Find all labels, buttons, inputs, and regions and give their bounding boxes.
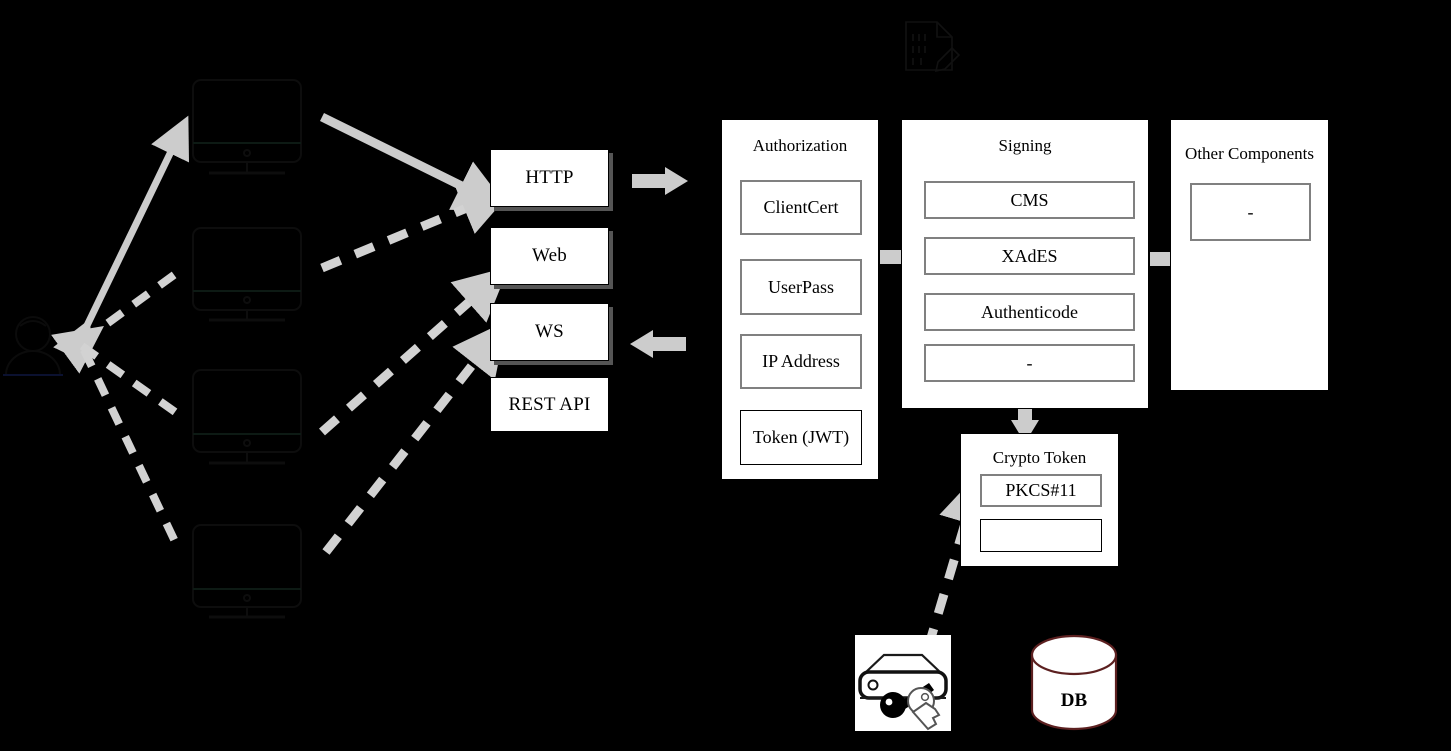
connector-client3-web [319, 266, 509, 436]
database-label-wrap: DB [1032, 646, 1116, 726]
user-actor-icon [3, 316, 63, 376]
connector-user-client2 [51, 268, 181, 374]
panel-title-crypto-token: Crypto Token [992, 448, 1087, 467]
protocol-label: HTTP [525, 167, 574, 188]
connector-authorization-ws [630, 330, 686, 358]
database-label: DB [1060, 690, 1088, 711]
auth-item-userpass[interactable]: UserPass [740, 259, 862, 315]
panel-title-signing: Signing [998, 136, 1052, 155]
connector-client4-ws [322, 320, 507, 555]
protocol-box-web[interactable]: Web [490, 227, 609, 285]
panel-other-components: Other Components - [1170, 119, 1329, 391]
other-item-label: - [1247, 201, 1254, 222]
signing-item-authenticode[interactable]: Authenticode [924, 293, 1135, 331]
signing-item-label: CMS [1010, 189, 1049, 210]
panel-title-authorization: Authorization [752, 136, 848, 155]
auth-item-label: ClientCert [763, 197, 839, 217]
connector-user-client4 [80, 348, 184, 554]
client-monitor-4 [192, 524, 302, 619]
crypto-token-item-pkcs11[interactable]: PKCS#11 [980, 474, 1102, 507]
protocol-box-rest-api[interactable]: REST API [490, 377, 609, 432]
protocol-box-ws[interactable]: WS [490, 303, 609, 361]
connector-http-authorization [632, 167, 688, 195]
protocol-label: REST API [508, 393, 591, 415]
panel-signing: Signing CMS XAdES Authenticode - [901, 119, 1149, 409]
document-sign-icon [905, 21, 961, 73]
signing-item-placeholder[interactable]: - [924, 344, 1135, 382]
protocol-box-http[interactable]: HTTP [490, 149, 609, 207]
connector-client2-http [320, 184, 515, 273]
client-monitor-1 [192, 79, 302, 175]
client-monitor-2 [192, 227, 302, 322]
panel-authorization: Authorization ClientCert UserPass IP Add… [721, 119, 879, 480]
connector-user-client1 [53, 115, 189, 366]
signing-item-label: - [1026, 352, 1033, 373]
auth-item-ip-address[interactable]: IP Address [740, 334, 862, 389]
protocol-label: WS [535, 321, 564, 342]
signing-item-cms[interactable]: CMS [924, 181, 1135, 219]
auth-item-label: UserPass [768, 276, 834, 297]
connector-user-client3 [79, 342, 181, 418]
hsm-key-icon [855, 635, 951, 731]
crypto-token-item-placeholder[interactable] [980, 519, 1102, 552]
crypto-token-item-label: PKCS#11 [1005, 480, 1077, 500]
auth-item-token-jwt[interactable]: Token (JWT) [740, 410, 862, 465]
client-monitor-3 [192, 369, 302, 465]
connector-client1-http [320, 112, 510, 210]
signing-item-xades[interactable]: XAdES [924, 237, 1135, 275]
auth-item-clientcert[interactable]: ClientCert [740, 180, 862, 235]
signing-item-label: Authenticode [981, 301, 1078, 322]
signing-item-label: XAdES [1001, 245, 1058, 266]
protocol-label: Web [532, 245, 567, 266]
auth-item-label: IP Address [762, 351, 840, 371]
other-item-placeholder[interactable]: - [1190, 183, 1311, 241]
panel-crypto-token: Crypto Token PKCS#11 [960, 433, 1119, 567]
panel-title-other-components: Other Components [1185, 144, 1314, 163]
auth-item-label: Token (JWT) [752, 427, 850, 447]
